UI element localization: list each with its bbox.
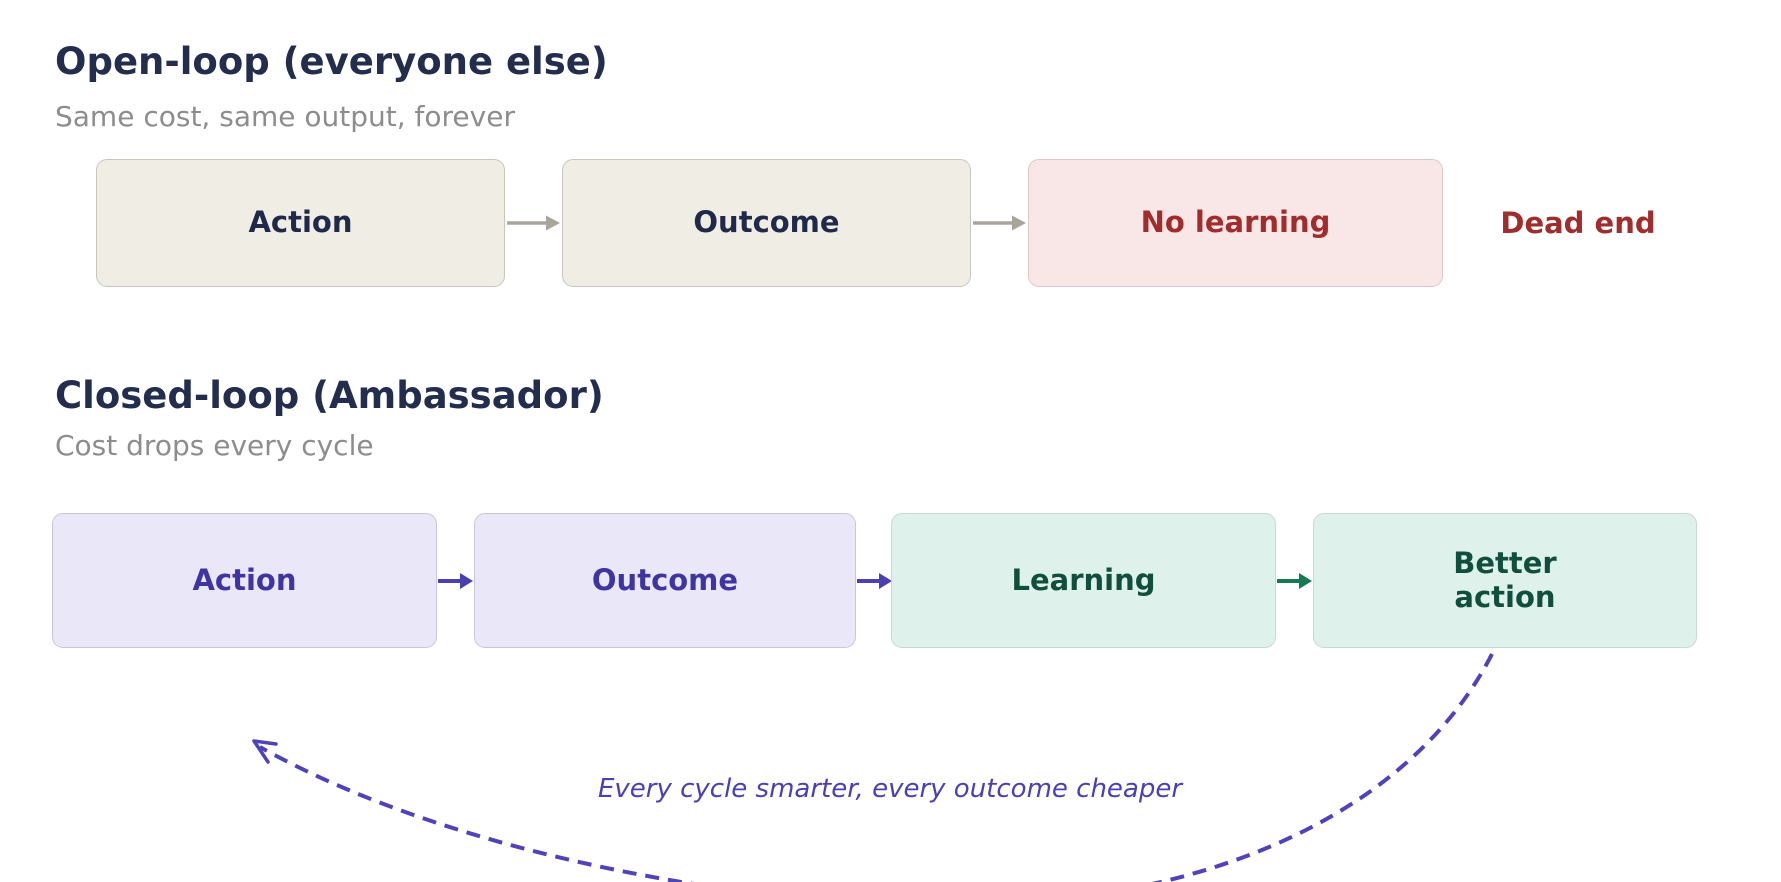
closed-loop-box-learning: Learning [891, 513, 1276, 648]
arrow-right-icon [973, 215, 1026, 231]
arrow-right-icon [857, 573, 892, 589]
open-loop-box-action: Action [96, 159, 505, 287]
open-loop-box-outcome: Outcome [562, 159, 971, 287]
dead-end-label: Dead end [1500, 206, 1656, 240]
arrow-right-icon [438, 573, 473, 589]
closed-loop-box-better-action: Better action [1313, 513, 1697, 648]
open-loop-box-no-learning-label: No learning [1140, 205, 1331, 240]
closed-loop-box-better-action-label: Better action [1453, 546, 1557, 614]
closed-loop-box-action-label: Action [192, 562, 297, 597]
arrow-right-icon [507, 215, 560, 231]
closed-loop-subtitle: Cost drops every cycle [55, 429, 374, 462]
closed-loop-box-outcome-label: Outcome [591, 562, 739, 597]
open-loop-title: Open-loop (everyone else) [55, 40, 608, 83]
arrow-right-icon [1277, 573, 1312, 589]
open-loop-box-no-learning: No learning [1028, 159, 1443, 287]
loop-caption: Every cycle smarter, every outcome cheap… [597, 774, 1183, 804]
closed-loop-box-outcome: Outcome [474, 513, 856, 648]
closed-loop-title: Closed-loop (Ambassador) [55, 374, 604, 417]
closed-loop-box-action: Action [52, 513, 437, 648]
open-loop-subtitle: Same cost, same output, forever [55, 100, 515, 133]
closed-loop-box-learning-label: Learning [1011, 562, 1156, 597]
open-loop-box-action-label: Action [248, 205, 353, 240]
open-loop-box-outcome-label: Outcome [693, 205, 840, 240]
